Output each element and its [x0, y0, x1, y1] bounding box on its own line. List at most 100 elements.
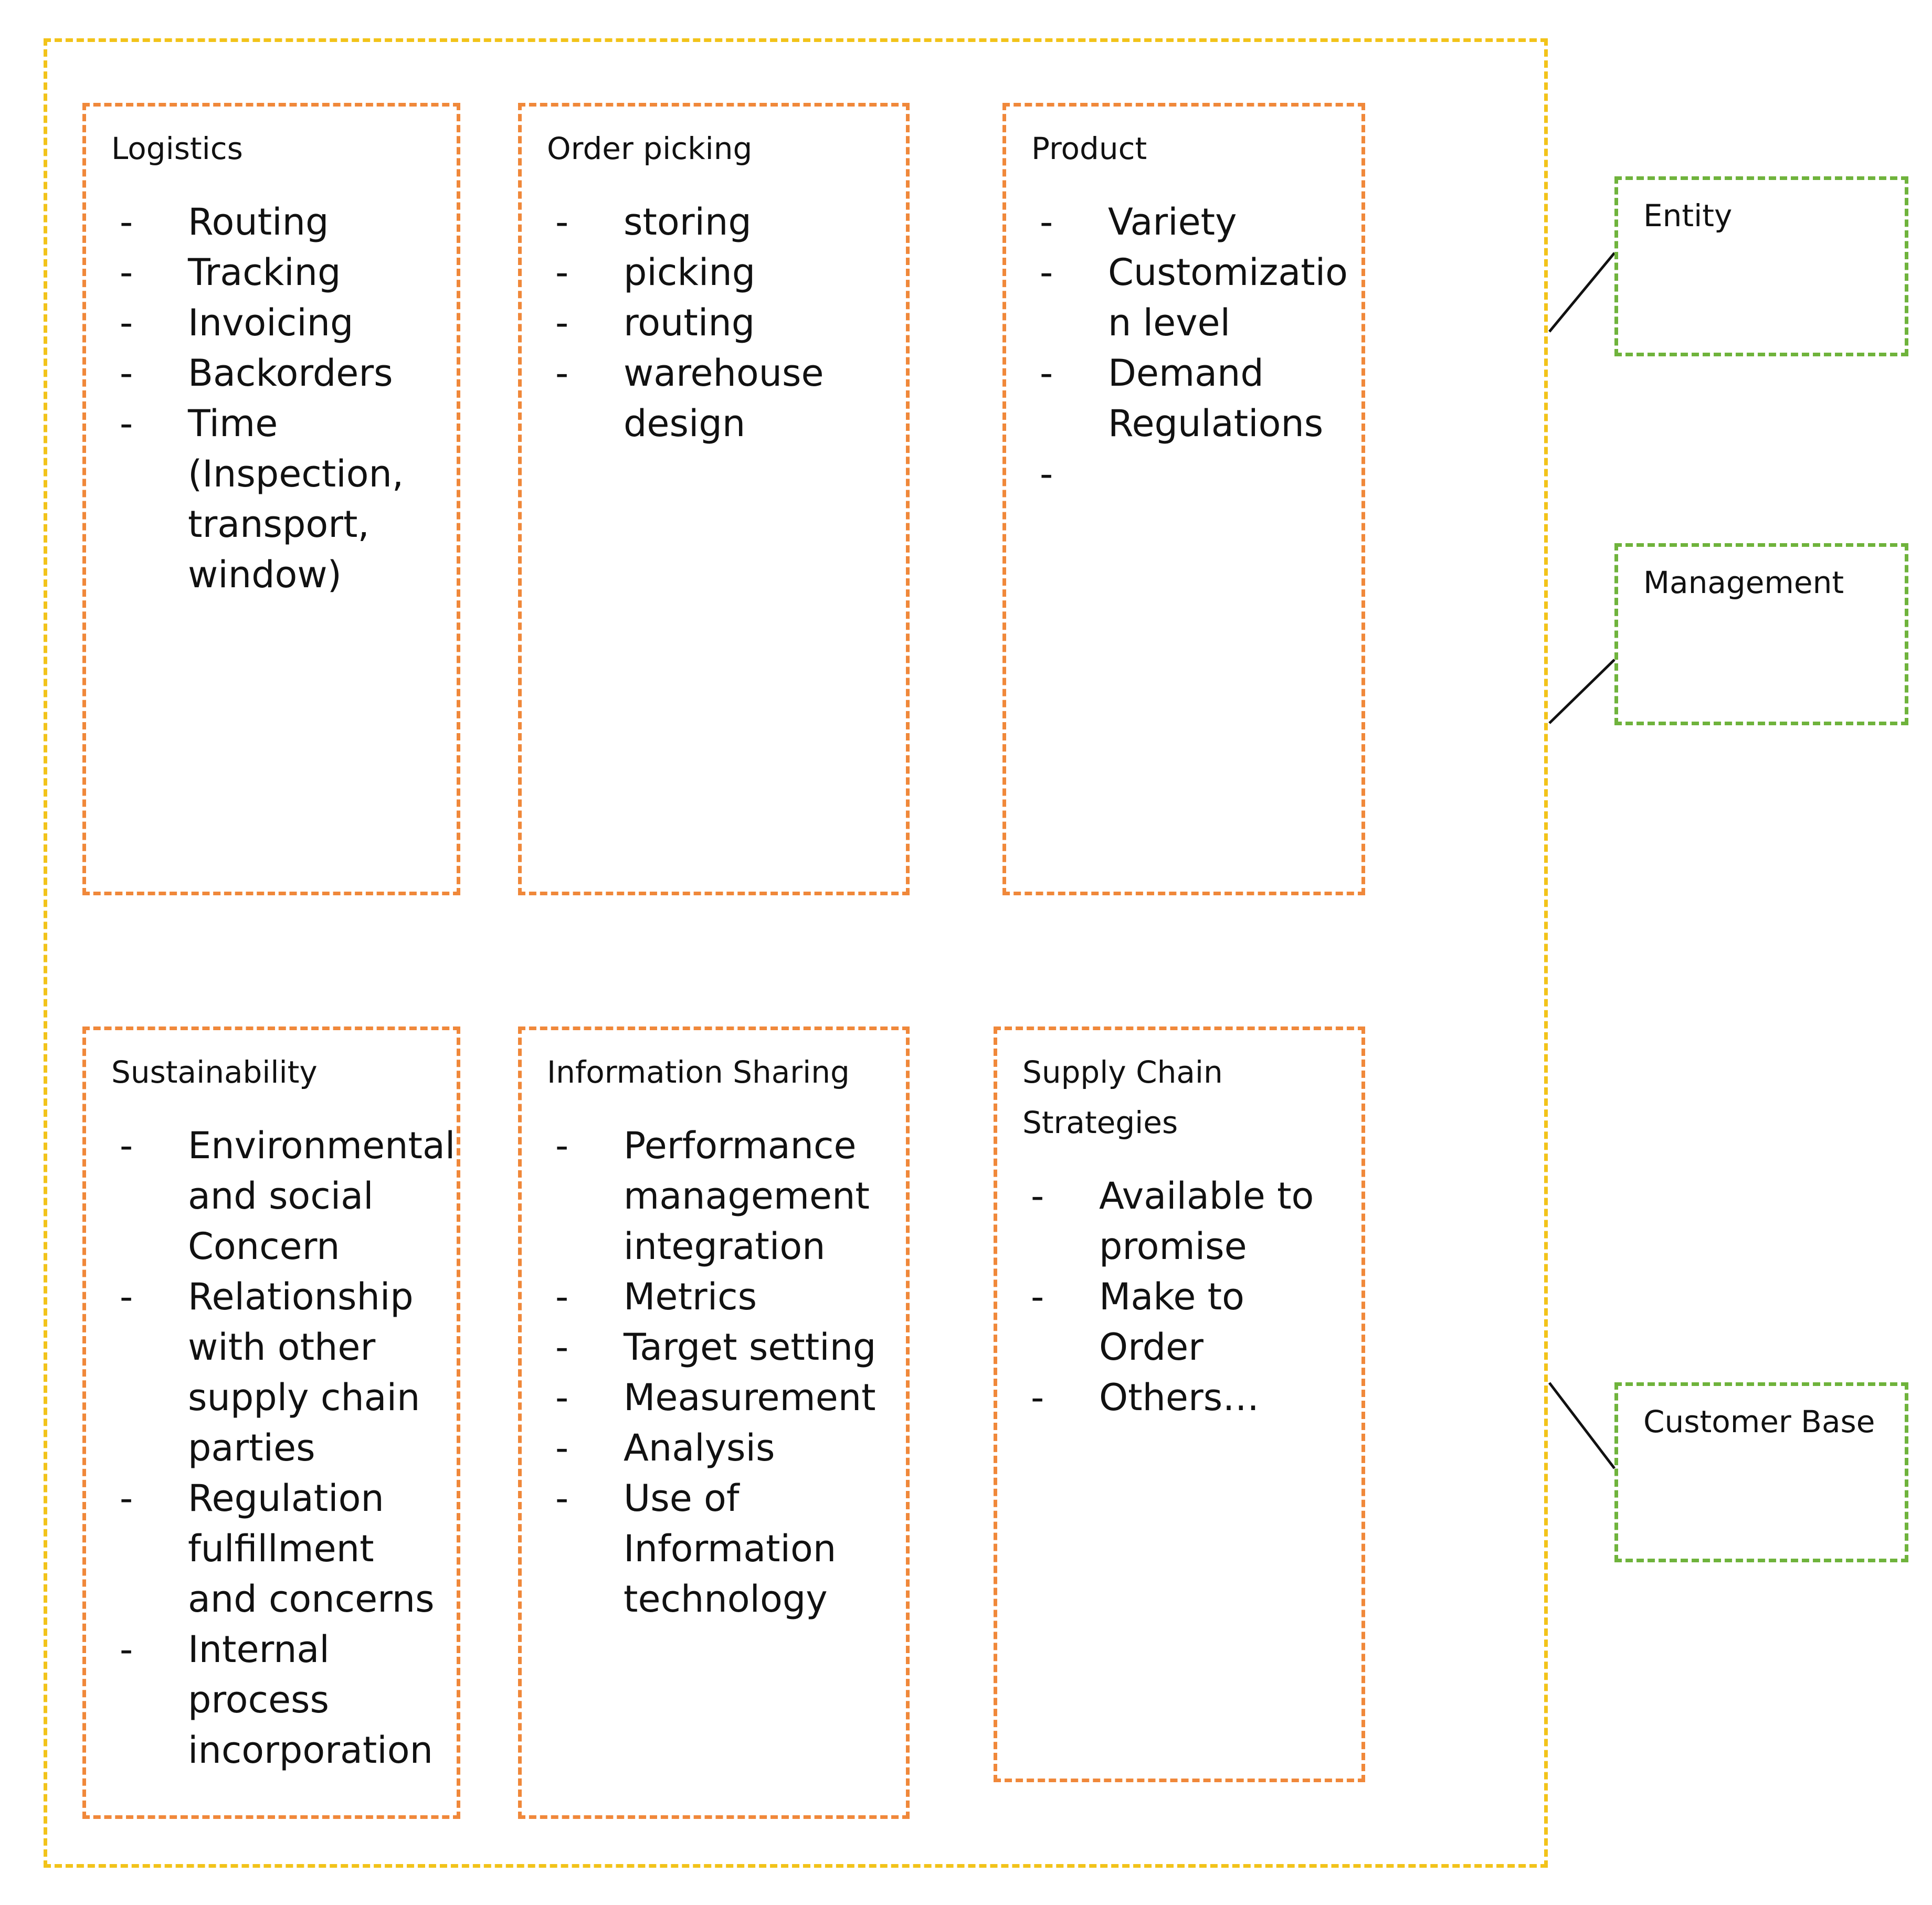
bullet-dash: - [555, 1376, 569, 1419]
list-item-text: Routing [188, 200, 329, 244]
information-sharing-panel: Information Sharing - Performance managem… [518, 1026, 910, 1819]
list-item: -Analysis [547, 1423, 885, 1473]
sustainability-panel: Sustainability -Environmental and social… [82, 1026, 460, 1819]
bullet-dash: - [120, 251, 133, 294]
list-item: - Available to promise [1022, 1171, 1340, 1272]
product-title: Product [1031, 131, 1147, 166]
list-item: - Target setting [547, 1322, 885, 1372]
bullet-dash: - [1031, 1376, 1044, 1419]
logistics-panel: Logistics - Routing - Tracking - Invoicing - Ba… [82, 103, 460, 895]
list-item-text: Time (Inspection, transport, window) [188, 402, 404, 596]
order-picking-panel: Order picking -storing-picking-routing-w… [518, 103, 910, 895]
list-item-text: Invoicing [188, 301, 354, 344]
list-item: - warehouse design [547, 348, 885, 449]
list-item: - Customizatio n level [1031, 247, 1348, 348]
supply-chain-strategies-title: Supply Chain Strategies [1022, 1054, 1223, 1140]
list-item-text: Tracking [188, 251, 341, 294]
list-item: - Tracking [111, 247, 436, 298]
management-connector [1548, 659, 1616, 724]
logistics-title: Logistics [111, 131, 243, 166]
list-item: - picking [547, 247, 885, 298]
list-item-text: Target setting [624, 1326, 877, 1369]
list-item-text: Internal process incorporation [188, 1628, 433, 1772]
supply-chain-strategies-list: - Available to promise - Make to Order - Othe… [1022, 1171, 1340, 1423]
management-box: Management [1614, 543, 1908, 725]
bullet-dash: - [555, 1426, 569, 1469]
bullet-dash: - [1040, 251, 1053, 294]
order-picking-title: Order picking [547, 131, 753, 166]
entity-connector [1548, 252, 1616, 333]
order-picking-list: -storing-picking-routing-warehouse desig… [547, 197, 885, 449]
bullet-dash: - [555, 301, 569, 344]
list-item: - Invoicing [111, 298, 436, 348]
list-item: - Use of Information technology [547, 1473, 885, 1624]
list-item-text: warehouse design [624, 352, 824, 445]
bullet-dash: - [555, 352, 569, 395]
entity-box: Entity [1614, 176, 1908, 356]
bullet-dash: - [120, 1628, 133, 1671]
list-item: - Others… [1022, 1372, 1340, 1423]
list-item: - [1031, 449, 1340, 499]
list-item-text: Demand Regulations [1108, 352, 1324, 445]
bullet-dash: - [555, 1477, 569, 1520]
list-item: - Variety [1031, 197, 1340, 247]
list-item-text: Use of Information technology [624, 1477, 837, 1621]
list-item-text: Relationship with other supply chain par… [188, 1275, 420, 1469]
customer-base-box: Customer Base [1614, 1382, 1908, 1562]
logistics-list: - Routing - Tracking - Invoicing - Backorders-T… [111, 197, 436, 600]
bullet-dash: - [1040, 452, 1053, 495]
list-item-text: picking [624, 251, 756, 294]
list-item-text: Environmental and social Concern [188, 1124, 456, 1268]
list-item: - Performance management integration [547, 1120, 885, 1272]
entity-label: Entity [1643, 198, 1733, 234]
list-item: -Regulation fulfillment and concerns [111, 1473, 436, 1624]
list-item: - Backorders [111, 348, 436, 398]
bullet-dash: - [120, 200, 133, 244]
sustainability-list: - Environmental and social Concern - Relati… [111, 1120, 455, 1775]
bullet-dash: - [555, 200, 569, 244]
list-item-text: Make to Order [1099, 1275, 1244, 1369]
customer-base-label: Customer Base [1643, 1404, 1875, 1440]
information-sharing-list: - Performance management integration - Metr… [547, 1120, 885, 1624]
list-item: - Demand Regulations [1031, 348, 1340, 449]
list-item: - Internal process incorporation [111, 1624, 436, 1775]
bullet-dash: - [555, 1326, 569, 1369]
bullet-dash: - [555, 251, 569, 294]
list-item: - routing [547, 298, 885, 348]
customer-base-connector [1548, 1382, 1616, 1469]
list-item: -Time (Inspection, transport, window) [111, 398, 436, 600]
product-list: - Variety - Customizatio n level - Demand Reg… [1031, 197, 1348, 499]
supply-chain-strategies-panel: Supply Chain Strategies - Available to pr… [994, 1026, 1365, 1782]
product-panel: Product - Variety - Customizatio n level - De… [1002, 103, 1365, 895]
bullet-dash: - [120, 1477, 133, 1520]
bullet-dash: - [120, 1275, 133, 1318]
outer-container [44, 38, 1548, 1868]
list-item: - Measurement [547, 1372, 885, 1423]
bullet-dash: - [120, 301, 133, 344]
list-item-text: Customizatio n level [1108, 251, 1348, 344]
list-item-text: Backorders [188, 352, 393, 395]
list-item-text: Metrics [624, 1275, 757, 1318]
list-item-text: Variety [1108, 200, 1237, 244]
bullet-dash: - [1031, 1275, 1044, 1318]
list-item: - Make to Order [1022, 1272, 1340, 1372]
bullet-dash: - [1040, 352, 1053, 395]
list-item-text: Performance management integration [624, 1124, 870, 1268]
bullet-dash: - [555, 1275, 569, 1318]
list-item-text: Available to promise [1099, 1174, 1314, 1268]
bullet-dash: - [1040, 200, 1053, 244]
list-item-text: Others… [1099, 1376, 1260, 1419]
bullet-dash: - [120, 352, 133, 395]
list-item-text: routing [624, 301, 755, 344]
management-label: Management [1643, 565, 1844, 600]
list-item: -storing [547, 197, 885, 247]
list-item: - Environmental and social Concern [111, 1120, 455, 1272]
bullet-dash: - [120, 1124, 133, 1167]
list-item-text: Measurement [624, 1376, 876, 1419]
bullet-dash: - [555, 1124, 569, 1167]
information-sharing-title: Information Sharing [547, 1054, 850, 1090]
list-item: - Metrics [547, 1272, 885, 1322]
list-item: - Routing [111, 197, 436, 247]
list-item: - Relationship with other supply chain pa… [111, 1272, 436, 1473]
bullet-dash: - [1031, 1174, 1044, 1218]
